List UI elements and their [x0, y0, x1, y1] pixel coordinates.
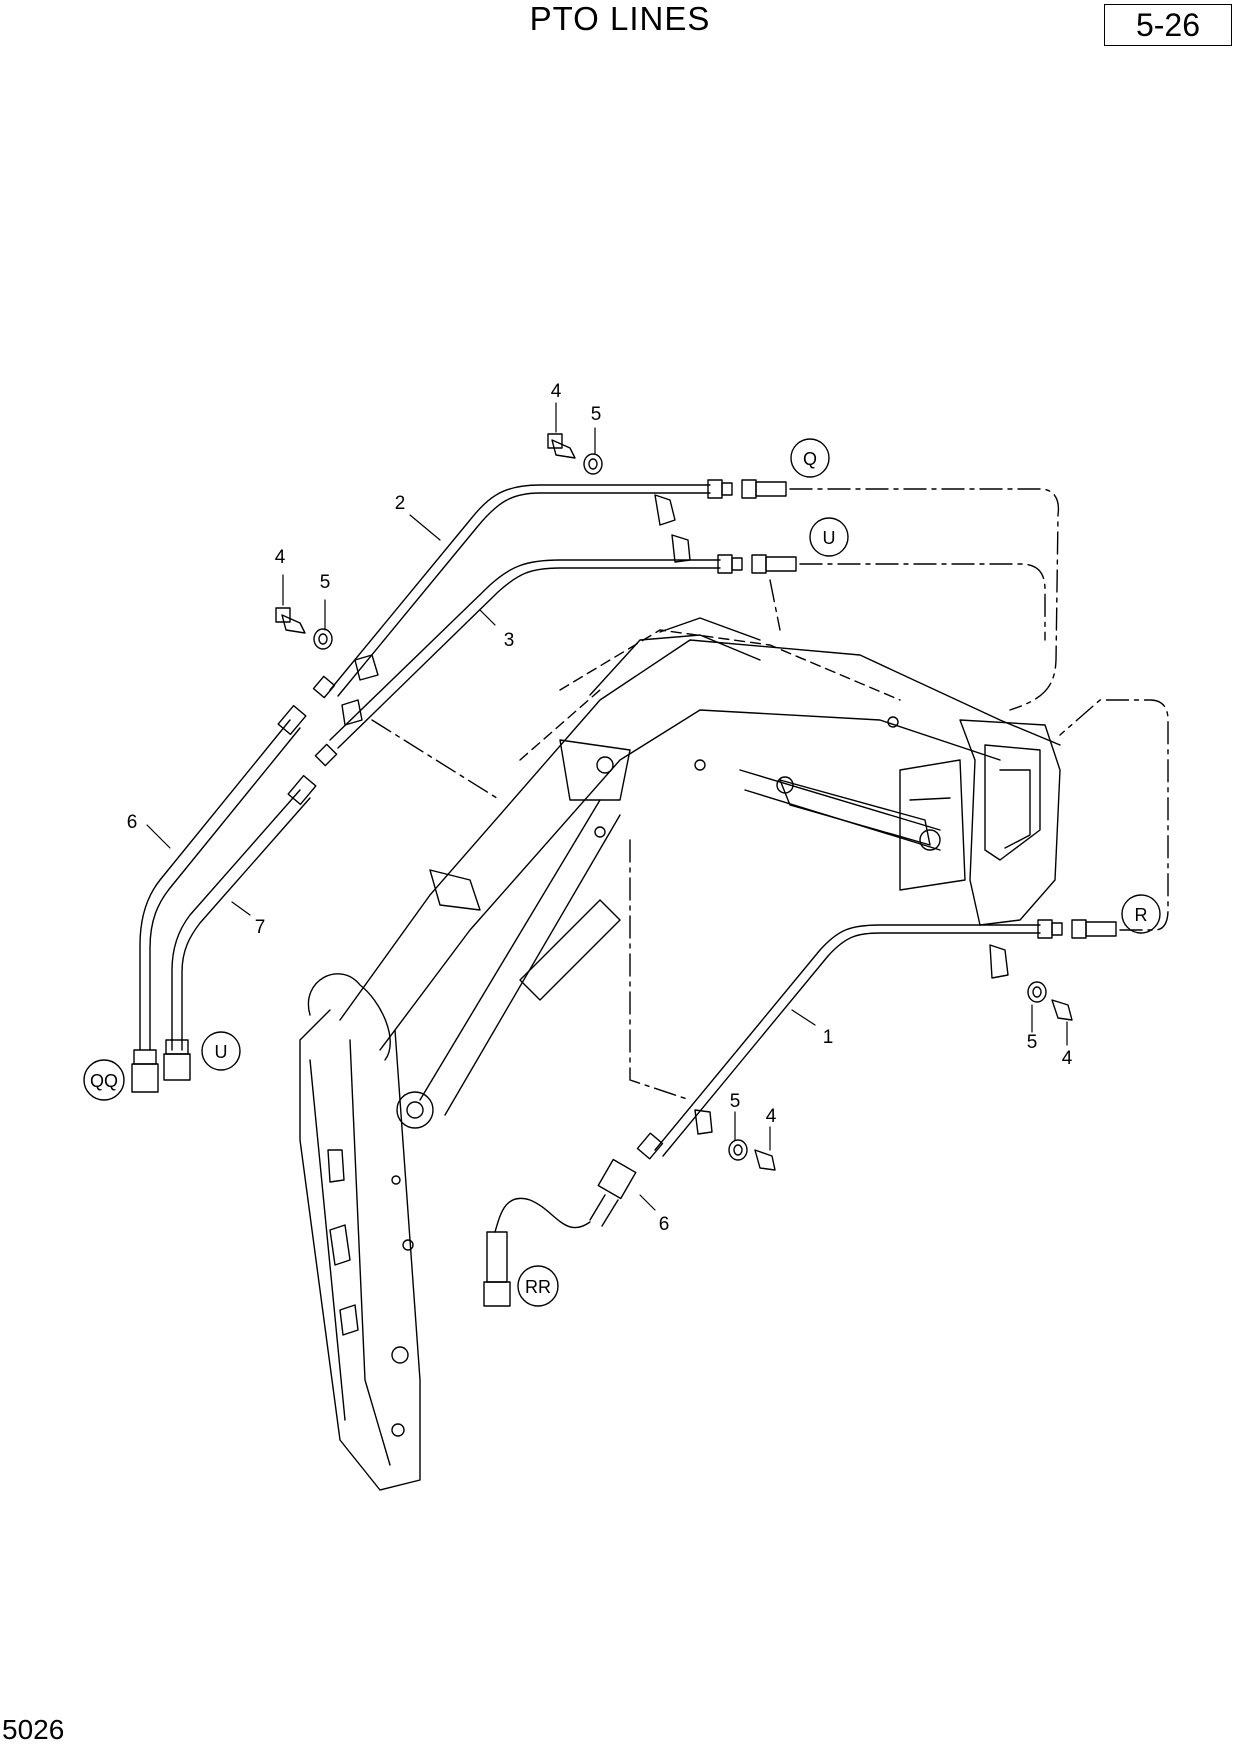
page-number-box: 5-26 [1104, 4, 1232, 46]
page-title: PTO LINES [529, 0, 711, 37]
part-label-5-top: 5 [591, 404, 602, 425]
hose-6-bottom [483, 1158, 637, 1307]
top-fittings [275, 433, 797, 767]
part-label-5-right: 5 [1027, 1032, 1038, 1053]
hose-7 [171, 774, 317, 1051]
part-label-6-bottom: 6 [659, 1214, 670, 1235]
leader-lines [146, 402, 1068, 1211]
pipe-3 [329, 559, 721, 749]
document-code: 5026 [2, 1714, 65, 1745]
callout-qq: QQ [90, 1071, 118, 1091]
part-label-4-bottom: 4 [766, 1106, 777, 1127]
part-label-7: 7 [255, 917, 266, 938]
callout-q: Q [803, 449, 817, 469]
hose-6-left [139, 704, 307, 1051]
part-label-3: 3 [504, 630, 515, 651]
callout-u-top: U [823, 528, 836, 548]
part-label-5-bottom: 5 [730, 1091, 741, 1112]
left-hose-couplers [131, 1039, 191, 1093]
callout-circles [83, 438, 1161, 1307]
part-label-6-left: 6 [127, 812, 138, 833]
part-label-1: 1 [823, 1027, 834, 1048]
pipe-2 [329, 484, 711, 697]
callout-r: R [1135, 905, 1148, 925]
part-label-4-top: 4 [551, 381, 562, 402]
callout-u-left: U [215, 1042, 228, 1062]
part-label-4-left: 4 [275, 547, 286, 568]
boom-outline [299, 617, 1061, 1491]
callout-rr: RR [525, 1277, 551, 1297]
pipe-1 [636, 919, 1117, 1171]
part-label-5-left: 5 [320, 572, 331, 593]
part-label-4-right: 4 [1062, 1048, 1073, 1069]
routing-lines [371, 488, 1169, 1101]
part-label-2: 2 [395, 493, 406, 514]
